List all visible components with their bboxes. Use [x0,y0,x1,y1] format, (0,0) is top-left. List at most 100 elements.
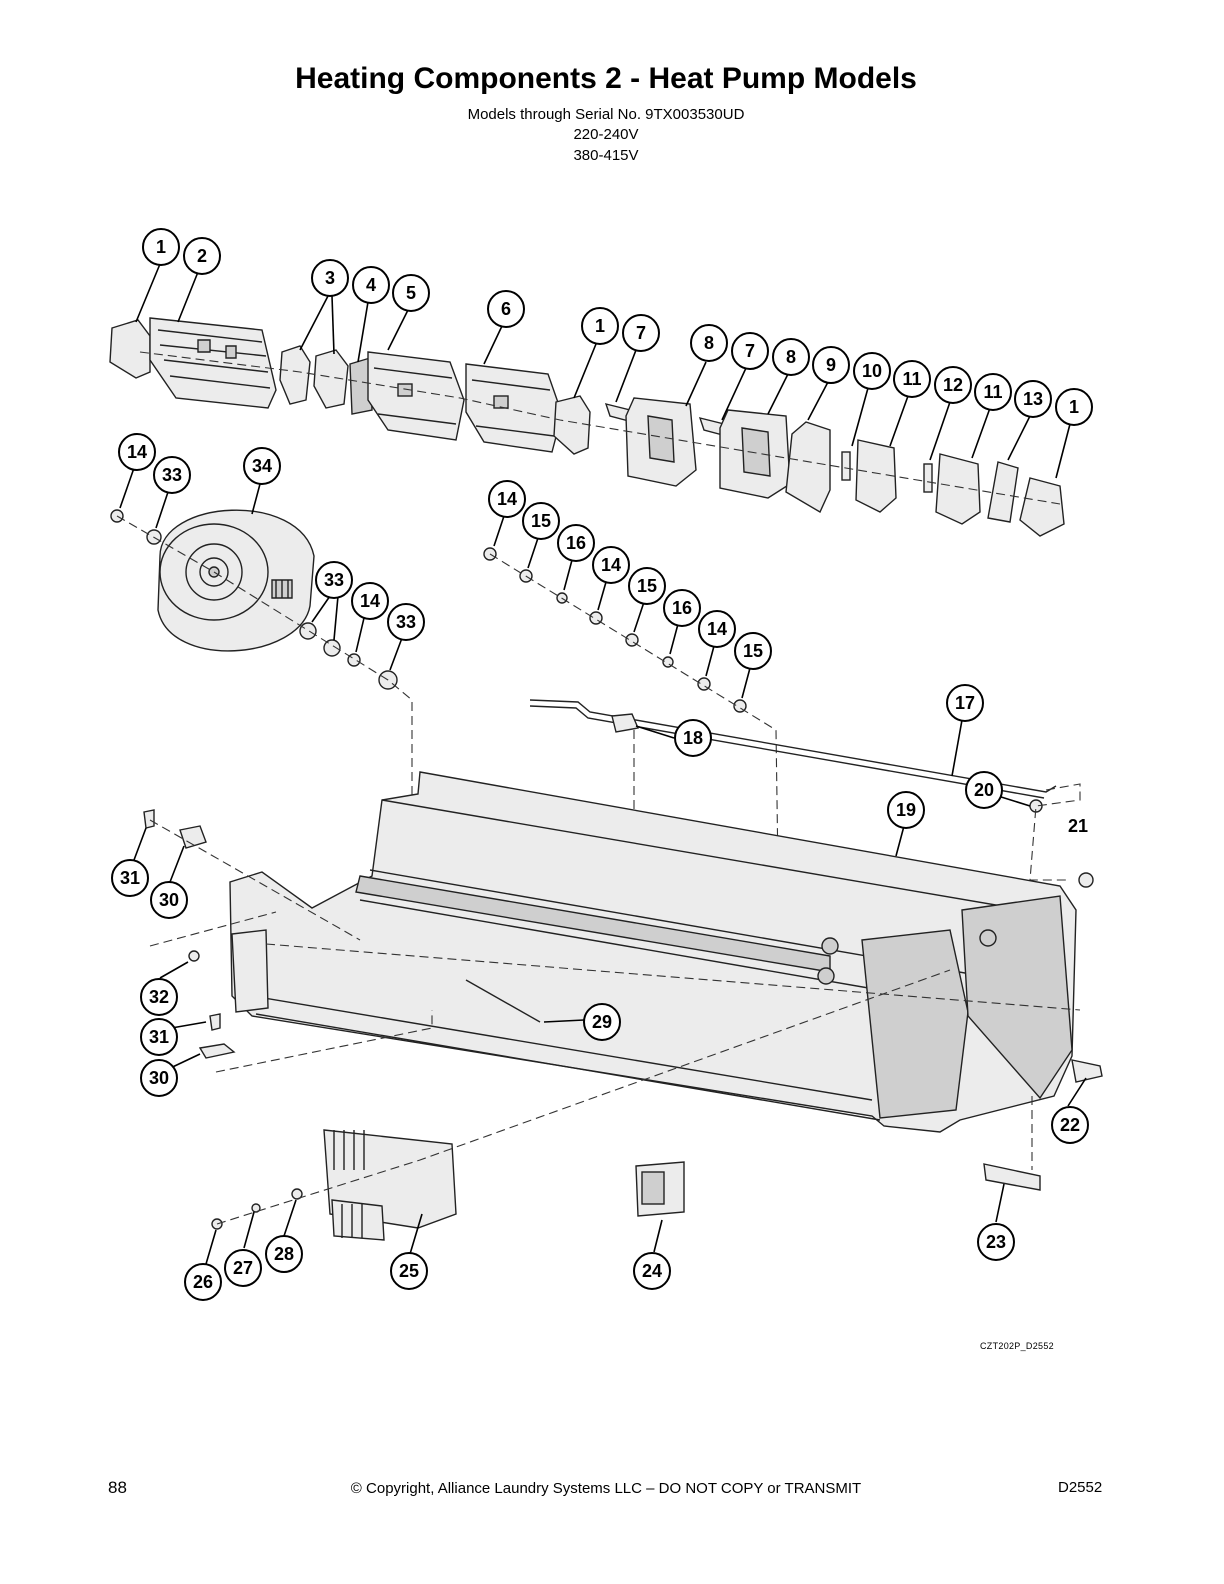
rod-17 [529,699,1057,793]
callout-10: 10 [853,352,891,390]
svg-text:18: 18 [683,728,703,748]
callout-7: 7 [622,314,660,352]
svg-text:1: 1 [595,316,605,336]
page-title: Heating Components 2 - Heat Pump Models [295,62,917,95]
terminal-strip-23 [983,1163,1041,1191]
callout-16: 16 [663,589,701,627]
svg-text:32: 32 [149,987,169,1007]
callout-15: 15 [522,502,560,540]
washer-33-b [323,639,341,657]
fan-motor-assembly [110,509,413,950]
document-code: D2552 [1058,1479,1103,1496]
callout-4: 4 [352,266,390,304]
screw-22 [1071,1059,1103,1083]
callout-33: 33 [315,561,353,599]
end-cap-left [109,319,151,379]
svg-text:16: 16 [566,533,586,553]
svg-text:10: 10 [862,361,882,381]
callout-14: 14 [488,480,526,518]
svg-text:11: 11 [902,369,921,389]
svg-text:33: 33 [162,465,182,485]
svg-text:16: 16 [672,598,692,618]
callout-9: 9 [812,346,850,384]
svg-text:23: 23 [986,1232,1006,1252]
callout-30: 30 [140,1059,178,1097]
clip-31-bottom [209,1013,221,1031]
callout-8: 8 [772,338,810,376]
callout-15: 15 [628,567,666,605]
bracket-18 [611,713,639,733]
svg-text:8: 8 [786,347,796,367]
svg-text:8: 8 [704,333,714,353]
callout-12: 12 [934,366,972,404]
svg-text:9: 9 [826,355,836,375]
svg-text:14: 14 [707,619,727,639]
heater-rod-29 [465,979,541,1023]
callout-14: 14 [118,433,156,471]
clamp-30-top [179,825,207,849]
callout-1: 1 [581,307,619,345]
callout-33: 33 [153,456,191,494]
svg-text:4: 4 [366,275,376,295]
left-hardware [143,809,433,1073]
cover-plate [987,461,1019,523]
fuse-12 [923,463,933,493]
svg-text:12: 12 [943,375,963,395]
terminal-b [935,453,981,525]
svg-text:14: 14 [497,489,517,509]
svg-text:27: 27 [233,1258,253,1278]
callout-11: 11 [893,360,931,398]
spacer-plate [349,357,373,415]
svg-text:33: 33 [324,570,344,590]
svg-text:7: 7 [636,323,646,343]
callout-26: 26 [184,1263,222,1301]
callout-25: 25 [390,1252,428,1290]
svg-text:31: 31 [149,1027,169,1047]
svg-text:3: 3 [325,268,335,288]
svg-text:26: 26 [193,1272,213,1292]
subtitle-voltage-1: 220-240V [573,126,639,143]
svg-text:1: 1 [1069,397,1079,417]
svg-text:33: 33 [396,612,416,632]
washer-28 [291,1188,303,1200]
svg-text:5: 5 [406,283,416,303]
clip-b [313,349,349,409]
end-cap-middle [553,395,591,455]
subtitle-voltage-2: 380-415V [573,147,639,164]
svg-text:15: 15 [531,511,551,531]
leader-lines [119,263,1087,1265]
svg-text:19: 19 [896,800,916,820]
svg-text:17: 17 [955,693,975,713]
callout-11: 11 [974,373,1012,411]
svg-text:34: 34 [252,456,272,476]
svg-text:30: 30 [149,1068,169,1088]
din-rail-components [109,317,1065,537]
svg-text:25: 25 [399,1261,419,1281]
svg-text:15: 15 [637,576,657,596]
subtitle-serial: Models through Serial No. 9TX003530UD [467,106,745,123]
callout-1: 1 [142,228,180,266]
callout-14: 14 [592,546,630,584]
callout-3: 3 [311,259,349,297]
copyright-notice: © Copyright, Alliance Laundry Systems LL… [350,1480,862,1497]
callout-31: 31 [140,1018,178,1056]
clip-a [279,345,311,405]
clamp-30-bottom [198,1043,236,1059]
callout-bubbles: 1 2 3 4 5 6 1 7 8 7 8 9 10 11 12 11 13 1… [111,228,1093,1301]
callout-7: 7 [731,332,769,370]
callout-17: 17 [946,684,984,722]
callout-18: 18 [674,719,712,757]
svg-text:6: 6 [501,299,511,319]
svg-text:7: 7 [745,341,755,361]
svg-text:24: 24 [642,1261,662,1281]
svg-text:14: 14 [360,591,380,611]
page-number: 88 [108,1478,127,1497]
washer-21 [1078,872,1094,888]
svg-text:11: 11 [983,382,1002,402]
callout-27: 27 [224,1249,262,1287]
svg-text:28: 28 [274,1244,294,1264]
callout-23: 23 [977,1223,1015,1261]
callout-34: 34 [243,447,281,485]
svg-text:22: 22 [1060,1115,1080,1135]
